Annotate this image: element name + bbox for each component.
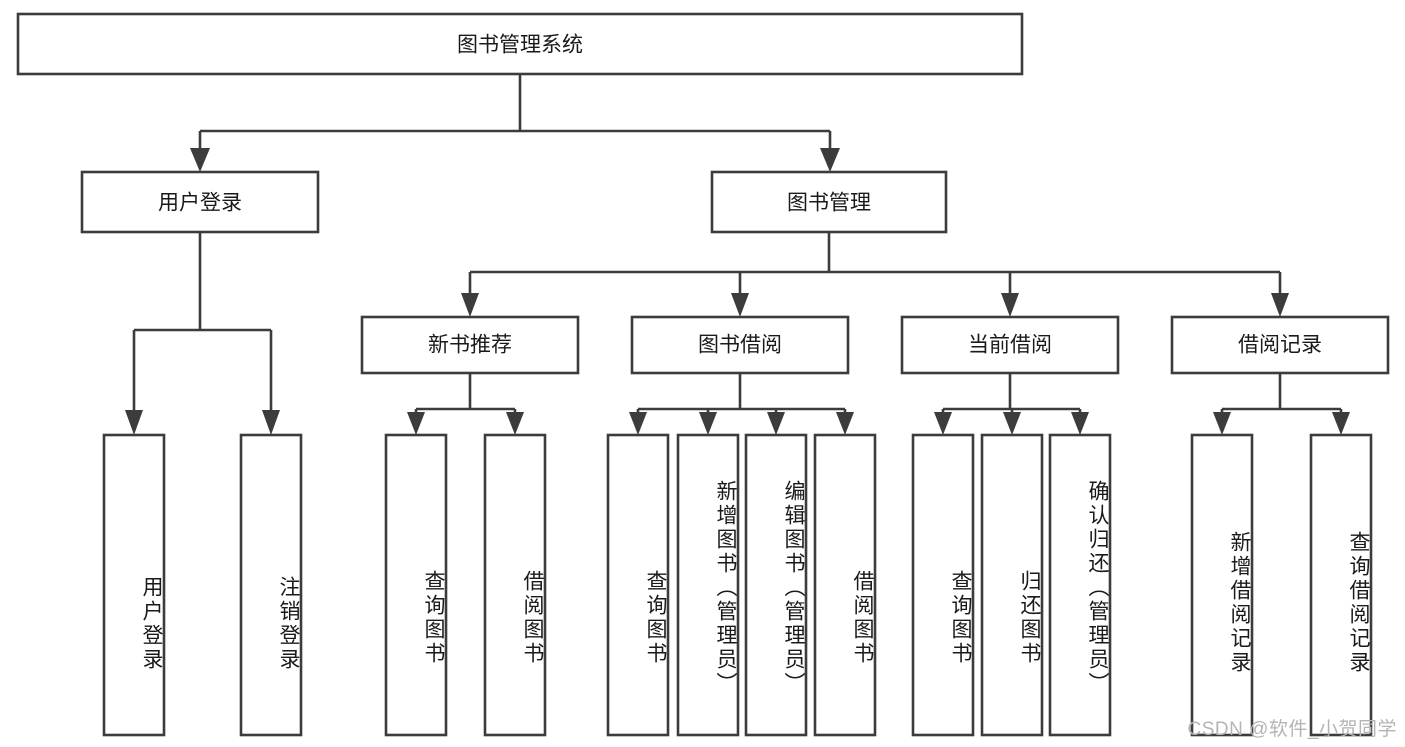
node-root-box[interactable]: [16, 12, 1024, 76]
node-root[interactable]: 图书管理系统: [16, 12, 1024, 76]
node-user-login[interactable]: 用户登录: [80, 170, 320, 234]
arrow-head-new-book-recommend: [461, 293, 479, 317]
node-leaf-query-record-box[interactable]: [1309, 433, 1373, 737]
arrow-head-book-manage: [820, 148, 840, 172]
arrow-head-book-borrow: [731, 293, 749, 317]
node-leaf-confirm-return-box[interactable]: [1048, 433, 1112, 737]
csdn-watermark: CSDN @软件_小贺同学: [1187, 719, 1397, 740]
node-new-book-recommend-box[interactable]: [360, 315, 580, 375]
connector-group-borrow-record: [1213, 373, 1350, 435]
node-book-borrow-label: 图书借阅: [698, 334, 782, 357]
node-leaf-add-book-box[interactable]: [676, 433, 740, 737]
arrow-head-leaf-borrow-book-1: [506, 412, 524, 435]
node-leaf-query-book-3-box[interactable]: [911, 433, 975, 737]
node-borrow-record-label: 借阅记录: [1238, 334, 1322, 357]
node-leaf-query-book-1-box[interactable]: [384, 433, 448, 737]
connector-group-user-login: [125, 232, 280, 435]
node-borrow-record[interactable]: 借阅记录: [1170, 315, 1390, 375]
node-current-borrow-label: 当前借阅: [968, 334, 1052, 357]
arrow-head-current-borrow: [1001, 293, 1019, 317]
node-borrow-record-box[interactable]: [1170, 315, 1390, 375]
connector-group-root: [190, 74, 840, 172]
node-new-book-recommend-label: 新书推荐: [428, 334, 512, 357]
arrow-head-borrow-record: [1271, 293, 1289, 317]
arrow-head-user-login: [190, 148, 210, 172]
node-leaf-add-record-box[interactable]: [1190, 433, 1254, 737]
arrow-head-leaf-add-record: [1213, 412, 1231, 435]
arrow-head-leaf-query-book-2: [629, 412, 647, 435]
node-current-borrow-box[interactable]: [900, 315, 1120, 375]
node-new-book-recommend[interactable]: 新书推荐: [360, 315, 580, 375]
node-leaf-logout-login-box[interactable]: [239, 433, 303, 737]
node-leaf-return-book-box[interactable]: [980, 433, 1044, 737]
node-current-borrow[interactable]: 当前借阅: [900, 315, 1120, 375]
node-book-manage[interactable]: 图书管理: [710, 170, 948, 234]
arrow-head-leaf-logout-login: [262, 410, 280, 435]
arrow-head-leaf-query-book-1: [407, 412, 425, 435]
node-book-manage-box[interactable]: [710, 170, 948, 234]
node-leaf-edit-book-box[interactable]: [744, 433, 808, 737]
arrow-head-leaf-confirm-return: [1071, 412, 1089, 435]
node-leaf-query-book-2-box[interactable]: [606, 433, 670, 737]
arrow-head-leaf-borrow-book-2: [836, 412, 854, 435]
node-leaf-borrow-book-1-box[interactable]: [483, 433, 547, 737]
node-root-label: 图书管理系统: [457, 34, 583, 57]
arrow-head-leaf-query-record: [1332, 412, 1350, 435]
node-leaf-user-login-box[interactable]: [102, 433, 166, 737]
arrow-head-leaf-query-book-3: [934, 412, 952, 435]
connector-group-new-book-recommend: [407, 373, 524, 435]
arrow-head-leaf-add-book: [699, 412, 717, 435]
node-book-manage-label: 图书管理: [787, 192, 871, 215]
node-book-borrow-box[interactable]: [630, 315, 850, 375]
node-book-borrow[interactable]: 图书借阅: [630, 315, 850, 375]
node-user-login-box[interactable]: [80, 170, 320, 234]
connector-group-current-borrow: [934, 373, 1089, 435]
connector-group-book-borrow: [629, 373, 854, 435]
arrow-head-leaf-return-book: [1003, 412, 1021, 435]
connector-group-book-manage: [461, 232, 1289, 317]
arrow-head-leaf-edit-book: [767, 412, 785, 435]
node-leaf-borrow-book-2-box[interactable]: [813, 433, 877, 737]
arrow-head-leaf-user-login: [125, 410, 143, 435]
node-user-login-label: 用户登录: [158, 192, 242, 215]
